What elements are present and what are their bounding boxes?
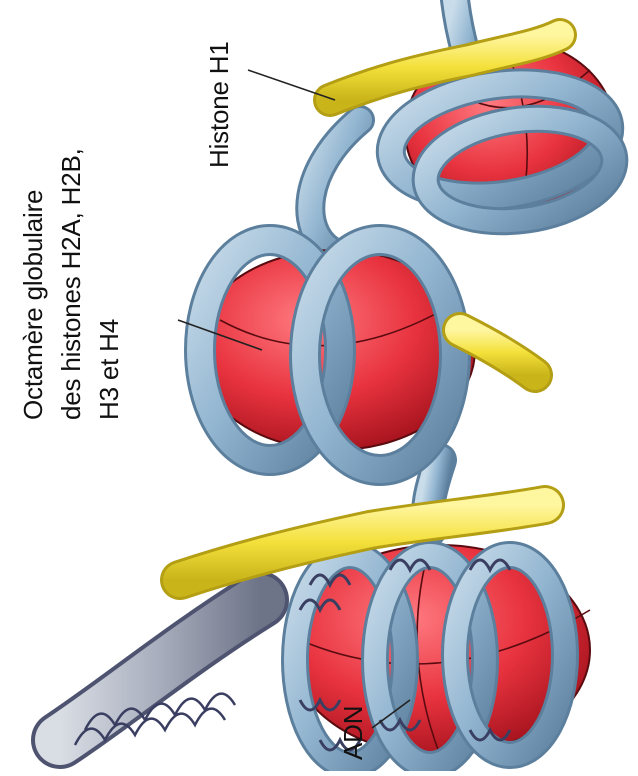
histone-h1-leader [248,70,335,100]
nucleosome-middle [195,240,535,470]
histone-h1-text: Histone H1 [203,41,235,168]
dna-strand-tail [60,600,260,745]
octamere-line-3: H3 et H4 [90,148,128,420]
adn-text: ADN [337,706,369,760]
histone-h1-label: Histone H1 [203,41,235,168]
octamere-line-2: des histones H2A, H2B, [52,148,90,420]
nucleosome-top [330,35,621,233]
octamere-label: Octamère globulaire des histones H2A, H2… [14,148,128,420]
adn-label: ADN [337,706,369,760]
octamere-line-1: Octamère globulaire [14,148,52,420]
